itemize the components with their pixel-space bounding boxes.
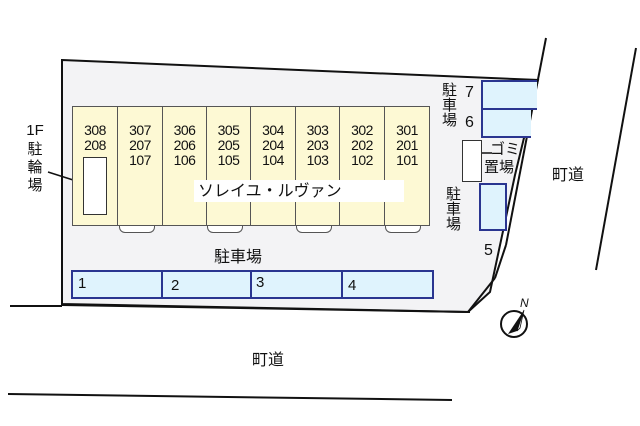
bicycle-parking — [83, 157, 107, 215]
parking-space-6-label: 6 — [465, 114, 474, 131]
entrance-bay — [385, 226, 421, 233]
entrance-bay — [119, 226, 155, 233]
unit-numbers: 308 208 — [84, 122, 106, 153]
unit-block-306: 306 206 106 — [162, 106, 207, 226]
parking-space-7-label: 7 — [465, 84, 474, 101]
unit-block-305: 305 205 105 — [206, 106, 251, 226]
parking-space-4: 4 — [341, 270, 434, 299]
parking-space-5-label: 5 — [484, 242, 493, 259]
unit-block-303: 303 203 103 — [295, 106, 340, 226]
road-label-bottom: 町道 — [252, 350, 285, 369]
unit-block-304: 304 204 104 — [250, 106, 296, 226]
parking-space-7 — [481, 80, 537, 110]
entrance-bay — [207, 226, 243, 233]
garbage-area-label: ゴミ 置場 — [484, 140, 521, 176]
unit-block-307: 307 207 107 — [117, 106, 163, 226]
bicycle-parking-label: 1F 駐 輪 場 — [26, 122, 44, 194]
unit-block-308: 308 208 — [72, 106, 118, 226]
parking-space-5 — [479, 183, 507, 231]
compass-icon: N — [498, 296, 538, 340]
parking-label-right-mid: 駐車場 — [444, 186, 462, 231]
parking-space-3: 3 — [250, 270, 343, 299]
parking-space-6 — [481, 108, 531, 138]
unit-block-302: 302 202 102 — [339, 106, 385, 226]
parking-label-bottom: 駐車場 — [214, 247, 263, 266]
entrance-bay — [296, 226, 332, 233]
parking-space-1: 1 — [71, 270, 163, 299]
compass-north-label: N — [520, 296, 529, 310]
unit-block-301: 301 201 101 — [384, 106, 430, 226]
parking-label-right-top: 駐車場 — [440, 82, 458, 127]
garbage-area — [462, 140, 482, 182]
road-label-right: 町道 — [552, 165, 585, 184]
building-name: ソレイユ・ルヴァン — [194, 180, 404, 202]
parking-space-2: 2 — [161, 270, 252, 299]
